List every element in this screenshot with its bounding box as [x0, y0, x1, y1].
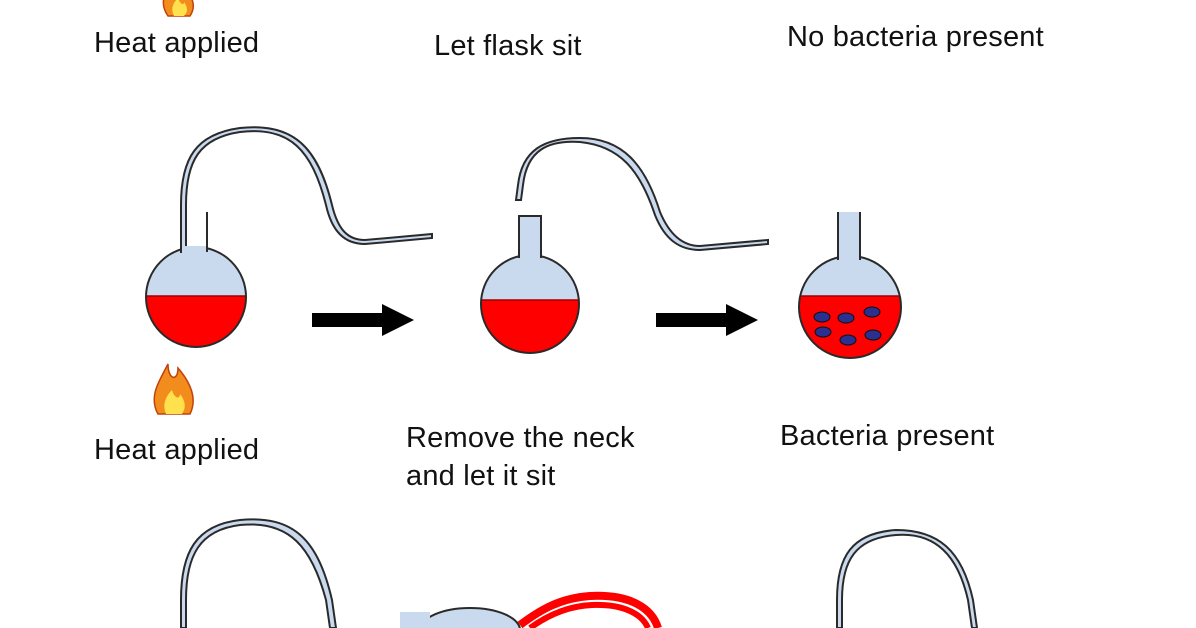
- row2-step2-label-line2: and let it sit: [406, 460, 556, 492]
- flask-with-bacteria: [798, 212, 902, 359]
- flame-icon: [162, 0, 194, 17]
- row2-step1-label: Heat applied: [94, 434, 260, 466]
- arrow-right-icon: [656, 304, 758, 336]
- row2-step2-label-line1: Remove the neck: [406, 422, 635, 454]
- swan-neck-flask-heated: [145, 126, 433, 348]
- bottom-flask-left: [180, 518, 338, 628]
- flask-neck-removed: [480, 136, 769, 354]
- bacteria-icon: [813, 306, 882, 346]
- bottom-flask-right: [836, 528, 979, 628]
- bottom-flask-tilted: [400, 591, 662, 628]
- row2-step3-label: Bacteria present: [780, 420, 995, 452]
- flame-icon: [153, 363, 194, 415]
- row1-step3-label: No bacteria present: [787, 21, 1044, 53]
- arrow-right-icon: [312, 304, 414, 336]
- row1-step1-label: Heat applied: [94, 27, 260, 59]
- row1-step2-label: Let flask sit: [434, 30, 582, 62]
